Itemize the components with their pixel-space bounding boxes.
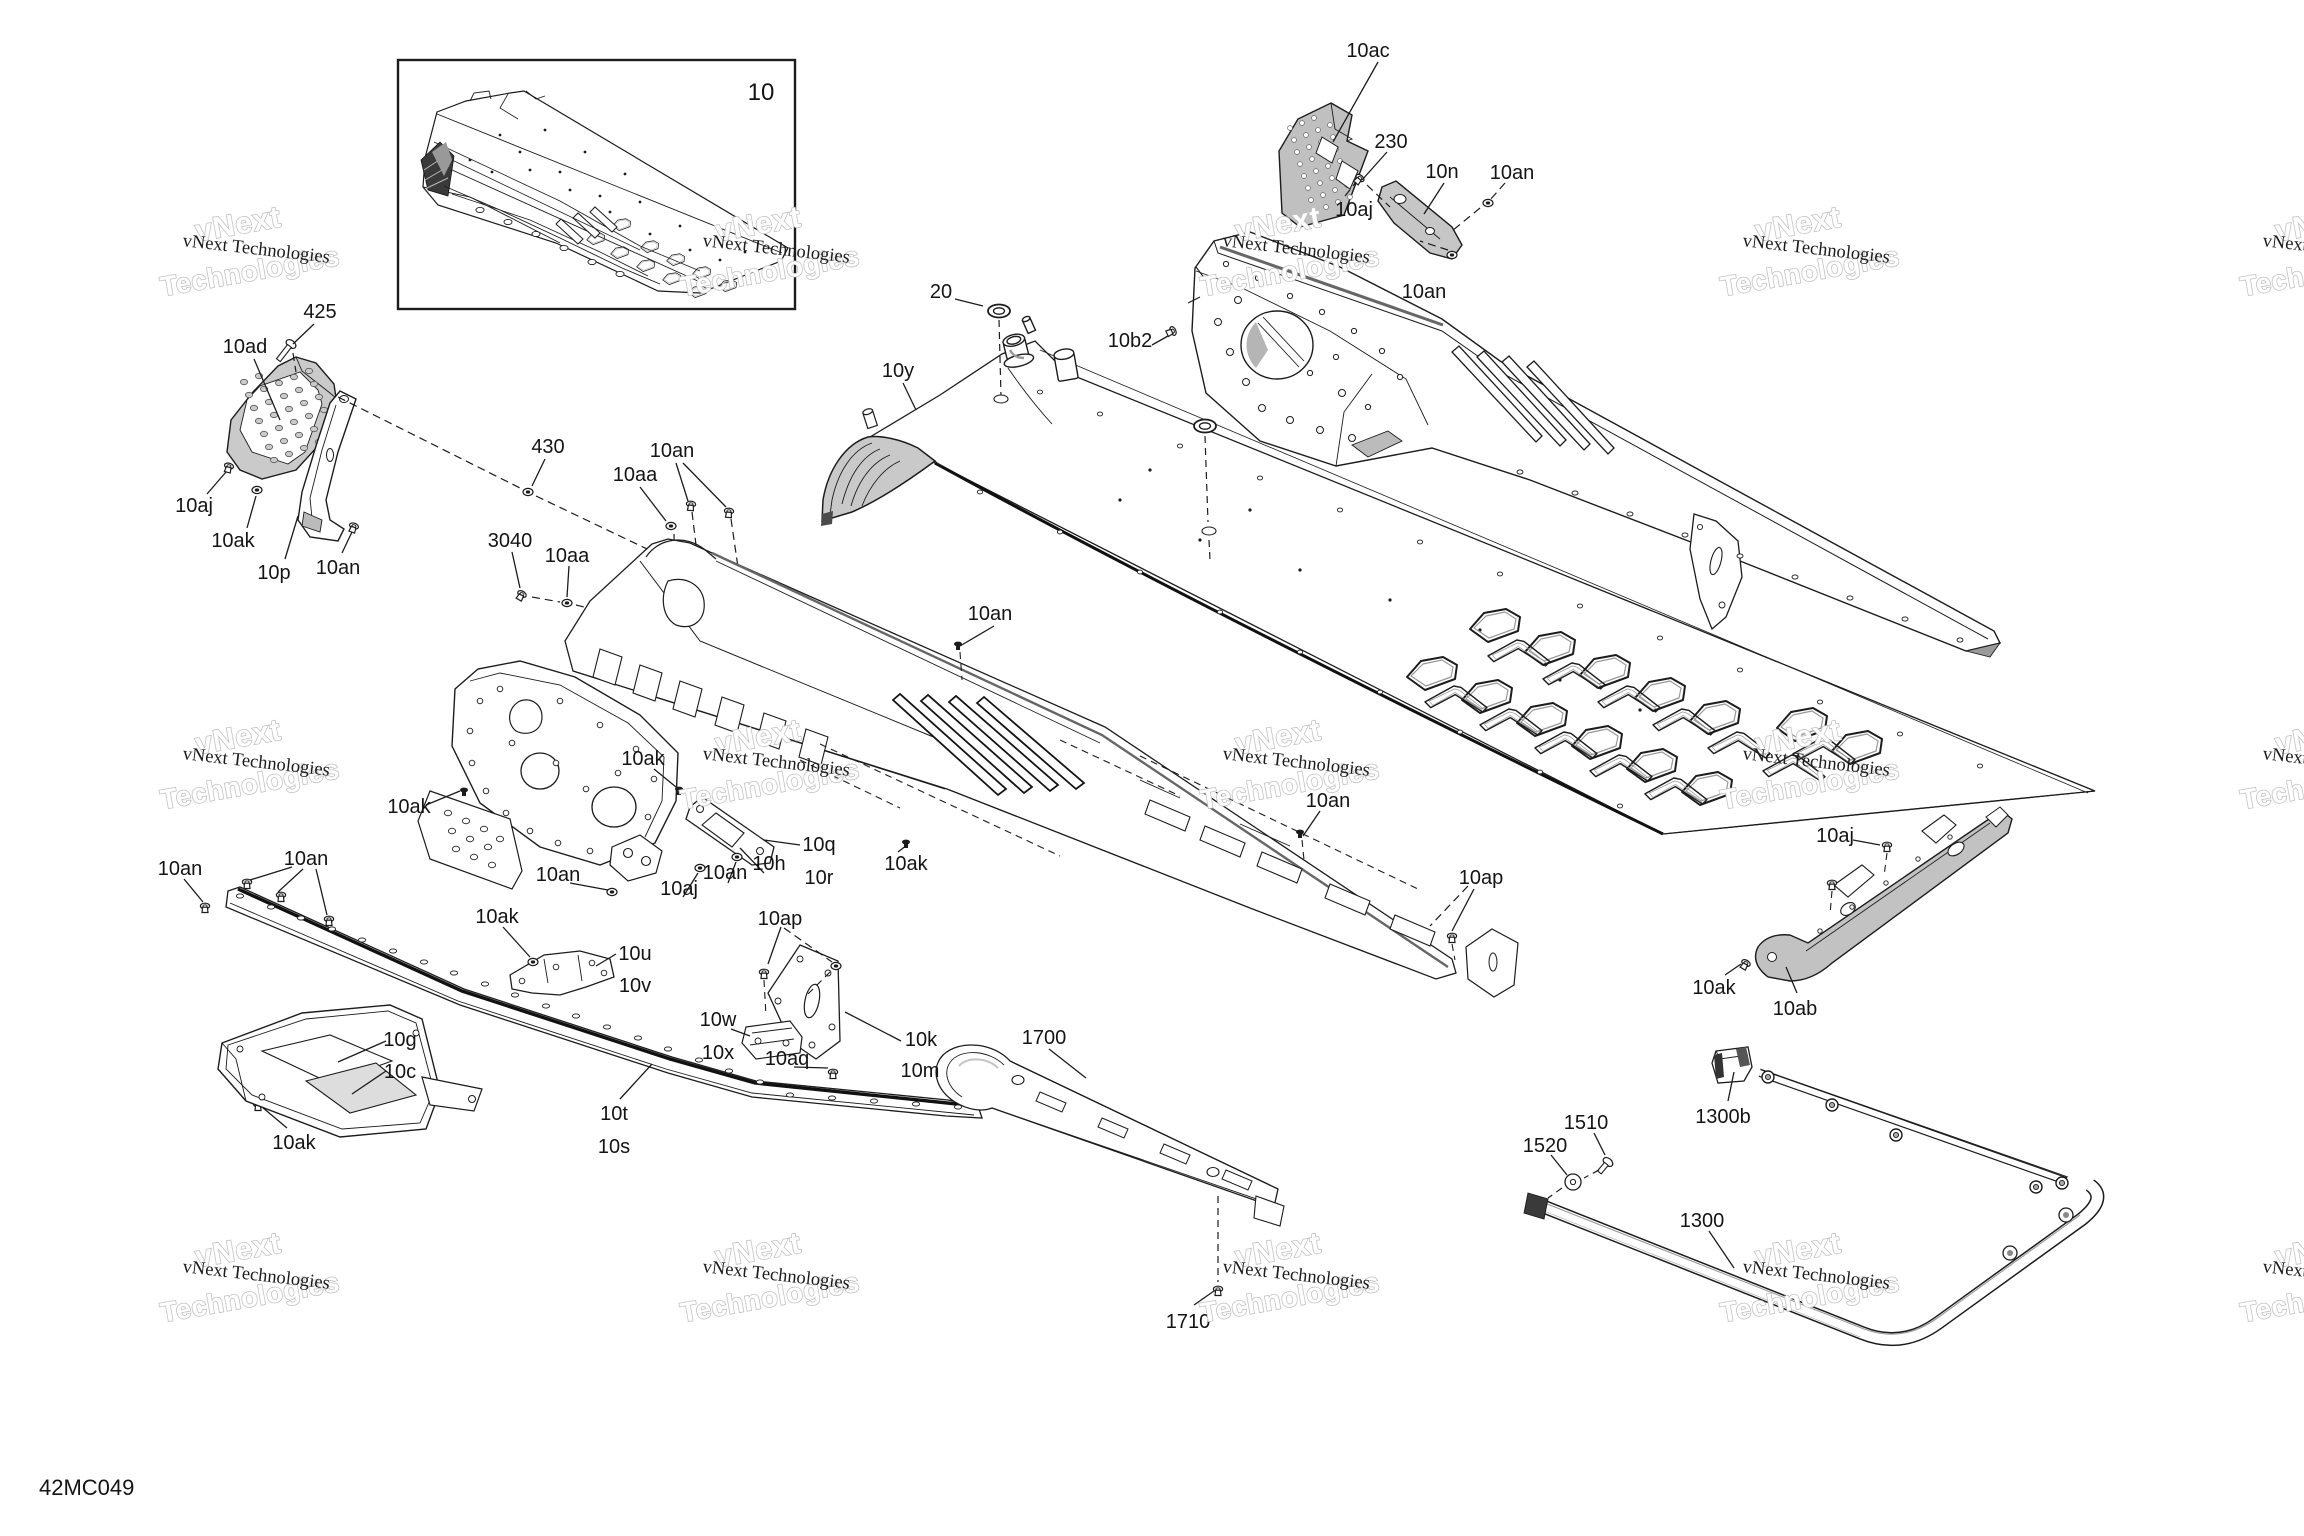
- svg-text:10aj: 10aj: [660, 878, 698, 900]
- svg-text:10an: 10an: [1402, 281, 1447, 303]
- svg-text:10ap: 10ap: [758, 908, 803, 930]
- svg-text:10v: 10v: [619, 975, 651, 997]
- svg-text:10u: 10u: [618, 943, 651, 965]
- svg-text:10t: 10t: [600, 1103, 628, 1125]
- svg-text:425: 425: [303, 301, 336, 323]
- svg-text:10an: 10an: [158, 858, 203, 880]
- svg-text:10: 10: [748, 79, 775, 106]
- svg-text:1700: 1700: [1022, 1027, 1067, 1049]
- svg-text:10aa: 10aa: [545, 545, 590, 567]
- svg-text:10aj: 10aj: [1335, 199, 1373, 221]
- svg-text:10ak: 10ak: [475, 906, 519, 928]
- svg-text:10m: 10m: [901, 1060, 940, 1082]
- svg-text:10ab: 10ab: [1773, 998, 1818, 1020]
- svg-text:10r: 10r: [805, 867, 834, 889]
- svg-text:10ak: 10ak: [272, 1132, 316, 1154]
- svg-text:10aq: 10aq: [765, 1048, 810, 1070]
- svg-text:10n: 10n: [1425, 161, 1458, 183]
- svg-text:10an: 10an: [650, 440, 695, 462]
- svg-text:1710: 1710: [1166, 1311, 1211, 1333]
- svg-text:10h: 10h: [752, 853, 785, 875]
- svg-text:230: 230: [1374, 131, 1407, 153]
- svg-text:10p: 10p: [257, 562, 290, 584]
- svg-text:10ap: 10ap: [1459, 867, 1504, 889]
- svg-text:10ad: 10ad: [223, 336, 268, 358]
- svg-text:10ak: 10ak: [387, 796, 431, 818]
- svg-text:10k: 10k: [905, 1029, 938, 1051]
- svg-text:10an: 10an: [284, 848, 329, 870]
- svg-text:10c: 10c: [384, 1061, 416, 1083]
- svg-text:10aa: 10aa: [613, 464, 658, 486]
- svg-text:10ac: 10ac: [1346, 40, 1389, 62]
- svg-text:10an: 10an: [316, 557, 361, 579]
- svg-text:10q: 10q: [802, 834, 835, 856]
- svg-text:10s: 10s: [598, 1136, 630, 1158]
- svg-text:10aj: 10aj: [175, 495, 213, 517]
- svg-text:430: 430: [531, 436, 564, 458]
- svg-text:10ak: 10ak: [621, 748, 665, 770]
- svg-text:10b2: 10b2: [1108, 330, 1153, 352]
- svg-text:10ak: 10ak: [211, 530, 255, 552]
- svg-text:10y: 10y: [882, 360, 914, 382]
- svg-text:42MC049: 42MC049: [39, 1475, 134, 1500]
- svg-text:10ak: 10ak: [884, 853, 928, 875]
- svg-text:20: 20: [930, 281, 952, 303]
- svg-text:10an: 10an: [968, 603, 1013, 625]
- svg-text:10aj: 10aj: [1816, 825, 1854, 847]
- svg-text:10g: 10g: [383, 1029, 416, 1051]
- svg-text:10an: 10an: [536, 864, 581, 886]
- svg-text:10w: 10w: [700, 1009, 737, 1031]
- svg-text:1510: 1510: [1564, 1112, 1609, 1134]
- svg-text:1300b: 1300b: [1695, 1106, 1751, 1128]
- svg-text:10x: 10x: [702, 1042, 734, 1064]
- svg-text:10an: 10an: [703, 862, 748, 884]
- svg-text:10an: 10an: [1490, 162, 1535, 184]
- svg-text:1300: 1300: [1680, 1210, 1725, 1232]
- svg-text:10an: 10an: [1306, 790, 1351, 812]
- svg-text:3040: 3040: [488, 530, 533, 552]
- svg-text:1520: 1520: [1523, 1135, 1568, 1157]
- svg-text:10ak: 10ak: [1692, 977, 1736, 999]
